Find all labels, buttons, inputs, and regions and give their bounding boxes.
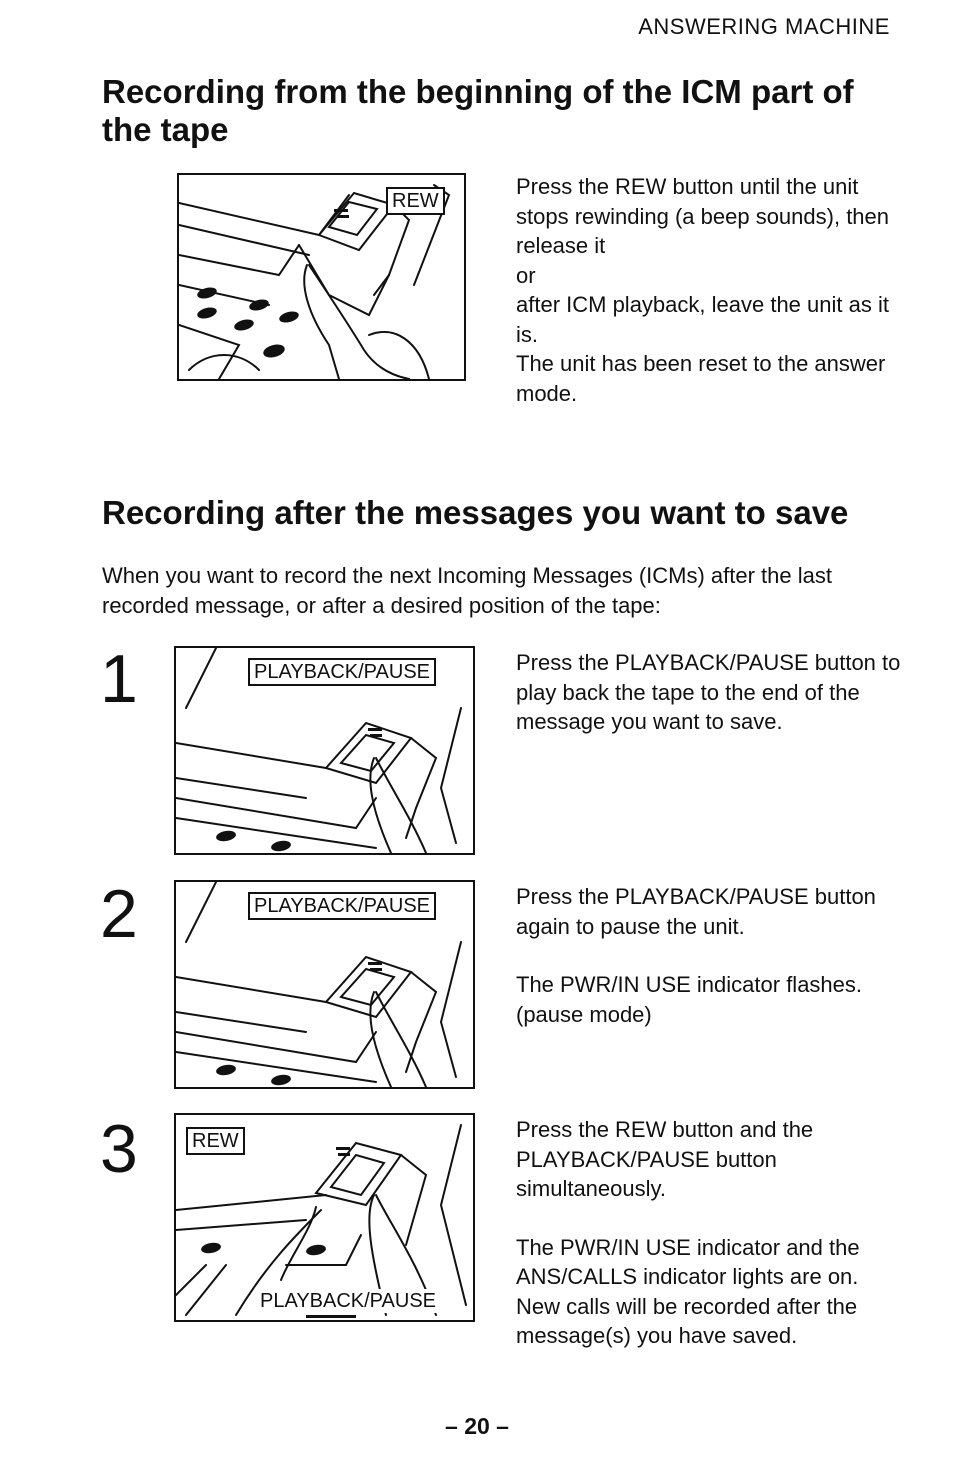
playback-pause-label: PLAYBACK/PAUSE xyxy=(248,892,436,920)
section-title-after-messages: Recording after the messages you want to… xyxy=(102,494,849,531)
playback-pause-label: PLAYBACK/PAUSE xyxy=(248,658,436,686)
instruction-text: Press the PLAYBACK/PAUSE button to play … xyxy=(516,650,901,734)
instruction-text: The PWR/IN USE indicator and the ANS/CAL… xyxy=(516,1234,860,1349)
step3-description: Press the REW button and the PLAYBACK/PA… xyxy=(516,1115,906,1351)
step2-description: Press the PLAYBACK/PAUSE button again to… xyxy=(516,882,906,1029)
rew-label: REW xyxy=(186,1127,245,1155)
step-number-1: 1 xyxy=(100,641,138,717)
step-number-2: 2 xyxy=(100,876,138,952)
instruction-text: Press the REW button until the unit stop… xyxy=(516,174,890,258)
playback-pause-label: PLAYBACK/PAUSE xyxy=(256,1289,440,1313)
playback-pause-illustration xyxy=(176,648,462,853)
rew-playback-illustration xyxy=(176,1124,467,1318)
figure-rew-button: REW xyxy=(177,173,466,381)
rew-label: REW xyxy=(386,187,445,215)
figure-playback-pause-step2: PLAYBACK/PAUSE xyxy=(174,880,475,1089)
playback-pause-illustration xyxy=(176,882,462,1087)
instruction-text: Press the PLAYBACK/PAUSE button again to… xyxy=(516,884,876,939)
instruction-text: Press the REW button and the PLAYBACK/PA… xyxy=(516,1117,814,1201)
page-number: – 20 – xyxy=(445,1413,509,1439)
running-header: ANSWERING MACHINE xyxy=(638,14,890,39)
figure-playback-pause-step1: PLAYBACK/PAUSE xyxy=(174,646,475,855)
figure-rew-and-playback: REW PLAYBACK/PAUSE xyxy=(174,1113,475,1322)
instruction-text: The PWR/IN USE indicator flashes. (pause… xyxy=(516,972,863,1027)
rew-illustration xyxy=(179,184,451,379)
instruction-text: after ICM playback, leave the unit as it… xyxy=(516,292,889,347)
section2-intro: When you want to record the next Incomin… xyxy=(102,563,832,618)
instruction-text: The unit has been reset to the answer mo… xyxy=(516,351,886,406)
step-number-3: 3 xyxy=(100,1111,138,1187)
instruction-text: or xyxy=(516,262,536,288)
section1-description: Press the REW button until the unit stop… xyxy=(516,172,906,408)
step1-description: Press the PLAYBACK/PAUSE button to play … xyxy=(516,648,906,737)
section-title-icm-beginning: Recording from the beginning of the ICM … xyxy=(102,73,854,148)
